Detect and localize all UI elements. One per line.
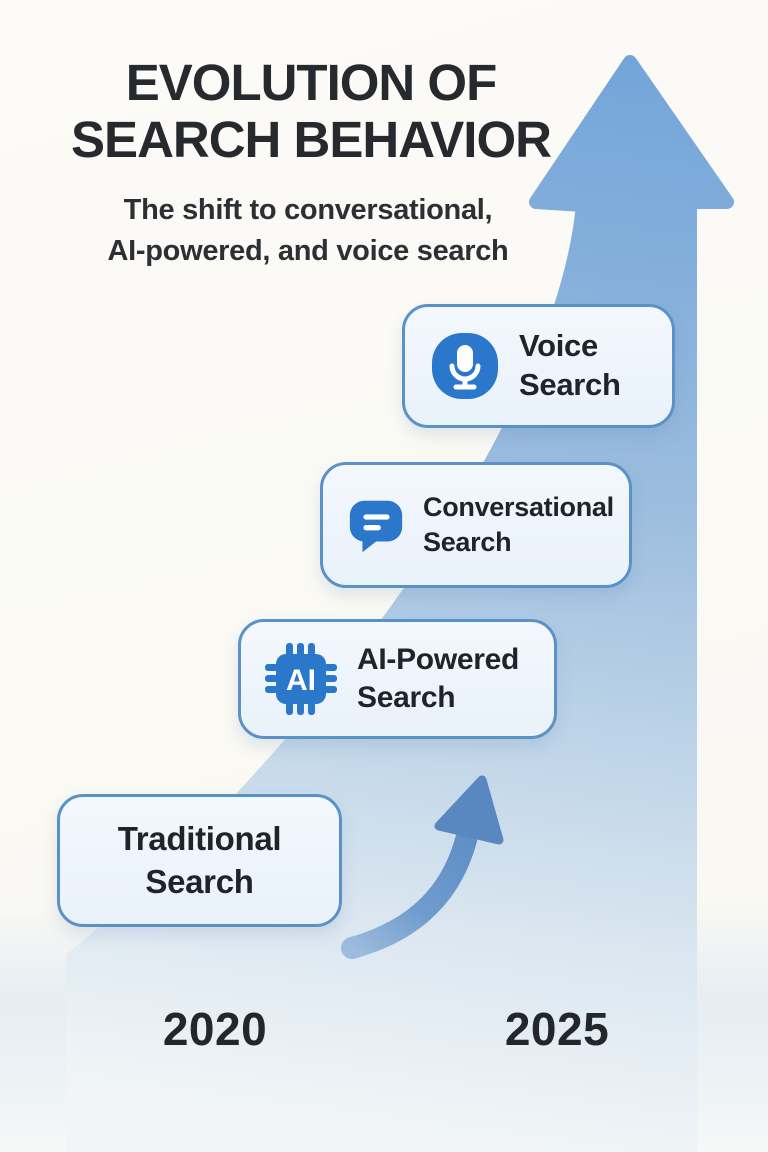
- timeline-year-start: 2020: [162, 1003, 268, 1055]
- timeline-year-end: 2025: [504, 1003, 610, 1055]
- chat-bubble-icon: [349, 500, 403, 553]
- title-line-2: SEARCH BEHAVIOR: [71, 111, 552, 169]
- subtitle-line-2: AI-powered, and voice search: [107, 235, 509, 268]
- stage-card-voice-search: Voice Search: [402, 304, 675, 428]
- ai-chip-icon: AI: [265, 643, 337, 715]
- stage-card-label: Voice Search: [519, 328, 621, 402]
- stage-card-conversational-search: Conversational Search: [320, 462, 632, 588]
- stage-card-ai-powered-search: AI AI-Powered Search: [238, 619, 557, 739]
- page-title: EVOLUTION OF SEARCH BEHAVIOR: [4, 54, 618, 168]
- stage-card-label: Conversational Search: [423, 491, 614, 557]
- swoosh-arrow-icon: [341, 775, 504, 959]
- ai-chip-text: AI: [286, 664, 316, 697]
- stage-card-label: AI-Powered Search: [357, 642, 520, 714]
- stage-card-label: Traditional Search: [117, 819, 282, 900]
- stage-card-traditional-search: Traditional Search: [57, 794, 342, 927]
- subtitle-line-1: The shift to conversational,: [123, 194, 493, 226]
- page-subtitle: The shift to conversational, AI-powered,…: [0, 190, 616, 272]
- microphone-icon: [432, 333, 498, 399]
- title-line-1: EVOLUTION OF: [125, 54, 498, 111]
